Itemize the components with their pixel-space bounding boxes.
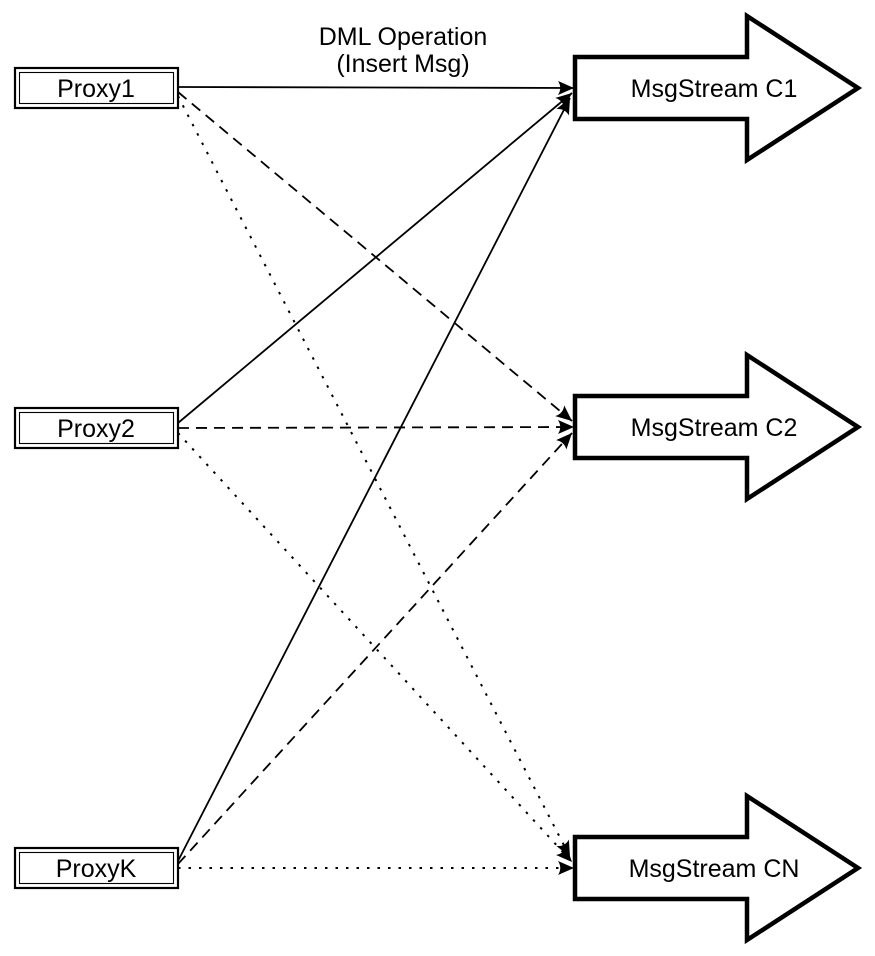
edge-proxy1-to-c1: [177, 80, 575, 95]
msgstream-c2-label: MsgStream C2: [631, 414, 798, 442]
msgstream-c1-label: MsgStream C1: [631, 75, 798, 103]
msgstream-cn-arrow-shape: [572, 791, 863, 945]
msgstream-node-cn: MsgStream CN: [572, 791, 863, 945]
msgstream-cn-label: MsgStream CN: [629, 855, 800, 883]
msgstream-c1-arrow-shape: [572, 11, 863, 165]
proxy2-box: [13, 406, 180, 450]
edge-proxy2-to-cn: [177, 432, 573, 863]
edge-proxy1-to-cn: [177, 95, 571, 858]
msgstream-node-c2: MsgStream C2: [572, 350, 863, 504]
dml-operation-label: DML Operation: [319, 23, 488, 51]
edge-proxyk-to-c1: [177, 97, 571, 862]
edge-proxy2-to-c2: [177, 420, 575, 435]
proxy1-box-inner-border: [18, 71, 175, 105]
proxyk-box: [13, 846, 180, 890]
proxy1-box: [13, 66, 180, 110]
edges: [177, 80, 575, 875]
proxy-node-k: ProxyK: [13, 846, 180, 890]
proxy-node-2: Proxy2: [13, 406, 180, 450]
proxy2-label: Proxy2: [57, 415, 135, 443]
msgstream-node-c1: MsgStream C1: [572, 11, 863, 165]
proxyk-box-inner-border: [18, 851, 175, 885]
edge-proxy2-to-c1: [177, 92, 573, 424]
edge-proxyk-to-c2: [177, 432, 573, 865]
proxy1-label: Proxy1: [57, 75, 135, 103]
msgstream-c2-arrow-shape: [572, 350, 863, 504]
proxy2-box-inner-border: [18, 411, 175, 445]
insert-msg-label: (Insert Msg): [336, 50, 469, 78]
proxy-node-1: Proxy1: [13, 66, 180, 110]
edge-annotation: DML Operation (Insert Msg): [319, 23, 488, 78]
proxyk-label: ProxyK: [56, 855, 137, 883]
edge-proxy1-to-c2: [177, 91, 573, 422]
